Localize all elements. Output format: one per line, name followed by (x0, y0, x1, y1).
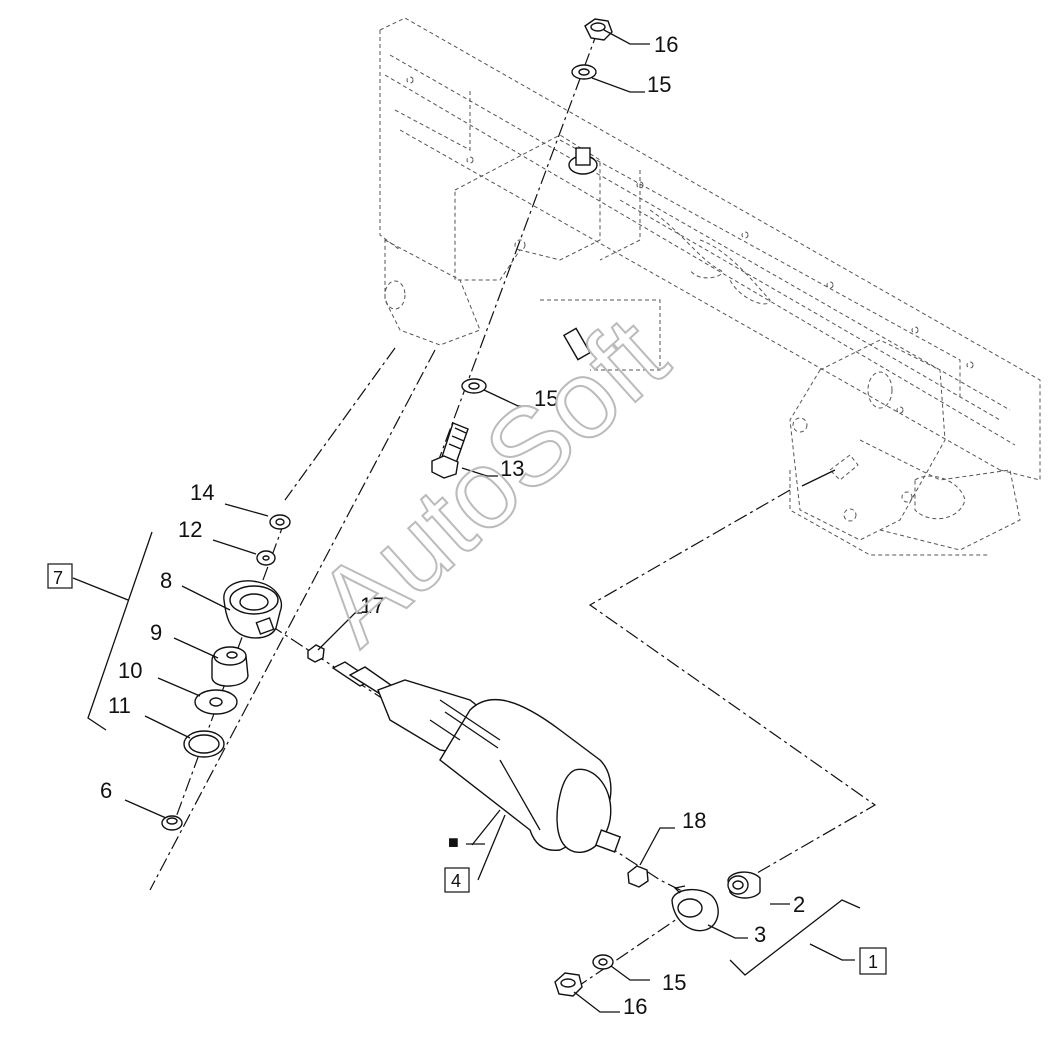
svg-text:7: 7 (53, 568, 63, 588)
callout-2: 2 (793, 892, 805, 917)
part-12-washer (256, 550, 276, 566)
service-square-symbol: ■ (448, 832, 459, 852)
callout-6: 6 (100, 778, 112, 803)
callout-18: 18 (682, 808, 706, 833)
callout-16-bottom: 16 (623, 994, 647, 1019)
leader-lines (72, 29, 855, 1013)
callout-11: 11 (108, 693, 131, 718)
part-10-washer (194, 689, 238, 715)
callout-box-1: 1 (859, 947, 887, 975)
callout-13: 13 (500, 456, 524, 481)
frame-pin (562, 147, 859, 487)
part-4-electric-actuator (331, 661, 622, 854)
svg-text:4: 4 (451, 871, 461, 891)
part-18-nut (627, 865, 649, 888)
callout-15-top: 15 (647, 72, 671, 97)
vehicle-frame-outline (379, 17, 1041, 556)
callout-15-bottom: 15 (662, 970, 686, 995)
part-3-ball-joint (671, 885, 719, 932)
part-16-nut-top (584, 18, 613, 41)
part-9-rubber-bushing (211, 646, 249, 687)
service-symbol: ■ (448, 832, 485, 852)
group-bracket-7 (87, 531, 153, 731)
callout-8: 8 (160, 568, 172, 593)
callout-3: 3 (754, 922, 766, 947)
callout-10: 10 (118, 658, 142, 683)
part-16-nut-bottom (554, 972, 583, 997)
part-15-washer-mid (461, 378, 487, 394)
callout-16-top: 16 (654, 32, 678, 57)
watermark: AutoSoft (294, 294, 690, 668)
callout-9: 9 (150, 620, 162, 645)
part-15-washer-bottom (592, 954, 614, 970)
part-15-washer-top (571, 64, 597, 80)
callout-box-4: 4 (444, 867, 470, 893)
part-2-bushing (727, 871, 761, 899)
part-11-snap-ring (183, 730, 225, 758)
part-6-spacer (161, 815, 183, 831)
callout-box-7: 7 (47, 563, 73, 589)
group-bracket-1 (729, 899, 861, 976)
svg-text:1: 1 (868, 952, 878, 972)
callout-14: 14 (190, 480, 214, 505)
part-14-washer (269, 514, 291, 530)
part-8-bushing-housing (223, 580, 282, 639)
callout-17: 17 (360, 593, 384, 618)
part-17-nut (307, 644, 325, 663)
part-13-bolt (431, 422, 469, 479)
callout-15-mid: 15 (534, 386, 558, 411)
callouts: 16 15 15 13 14 12 8 9 10 11 6 17 18 2 3 … (100, 32, 805, 1019)
callout-12: 12 (178, 517, 202, 542)
